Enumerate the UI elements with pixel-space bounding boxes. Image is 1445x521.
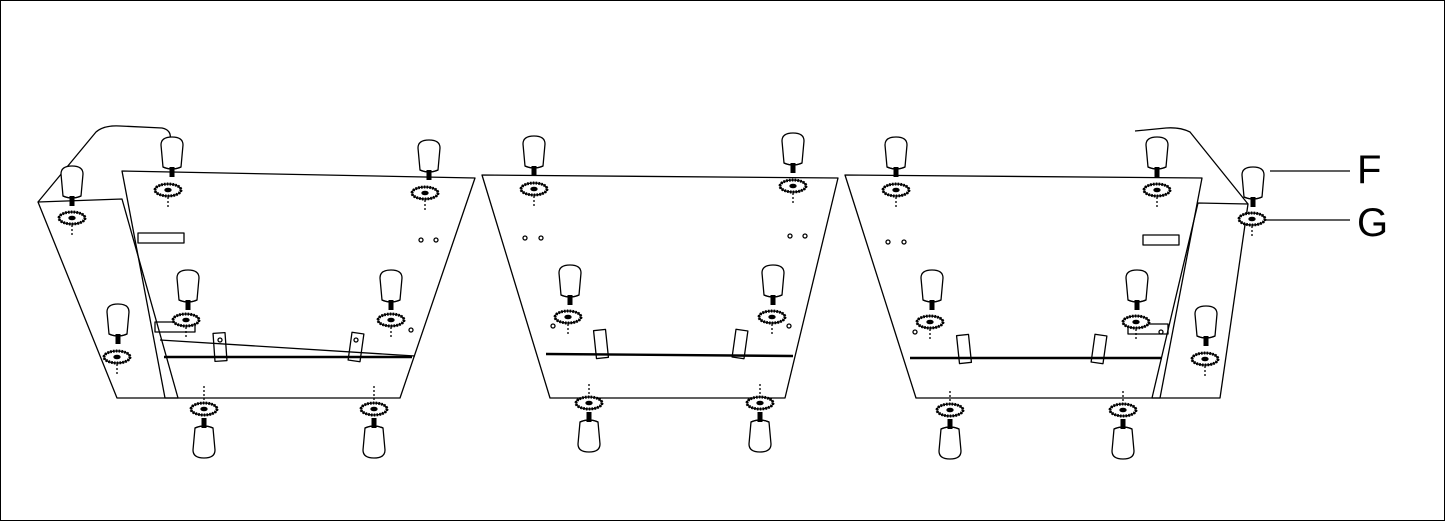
leg-f <box>782 133 804 173</box>
left-brackets <box>137 232 365 363</box>
leg-f <box>1112 419 1134 459</box>
callout-label-g: G <box>1357 201 1389 245</box>
left-arm-top <box>37 125 171 203</box>
leg-f <box>1146 137 1168 177</box>
right-arm-panel <box>1151 202 1249 399</box>
left-base-panel <box>121 170 476 399</box>
leg-f <box>921 270 943 310</box>
guide-lines-top <box>71 193 1253 378</box>
right-base-panel <box>844 174 1203 399</box>
leg-f <box>939 419 961 459</box>
middle-holes <box>522 233 808 329</box>
plates-top-rows <box>57 178 1267 367</box>
leg-f <box>885 137 907 177</box>
middle-brackets <box>592 328 749 360</box>
leg-f <box>380 270 402 310</box>
right-holes <box>885 239 1164 335</box>
leg-f <box>177 270 199 310</box>
left-holes <box>217 237 439 343</box>
leg-f <box>107 304 129 344</box>
leg-f <box>559 265 581 305</box>
leg-f <box>762 265 784 305</box>
leg-f <box>749 412 771 452</box>
right-brackets <box>955 234 1180 365</box>
right-arm-top <box>1134 127 1249 205</box>
legs-bottom-row <box>189 384 1138 459</box>
left-arm-panel <box>37 198 179 399</box>
left-rail <box>159 339 416 357</box>
leg-f <box>418 140 440 180</box>
leg-f <box>523 136 545 176</box>
middle-rail <box>545 352 794 358</box>
middle-base-panel <box>481 174 839 399</box>
leg-f <box>578 412 600 452</box>
leg-f <box>363 418 385 458</box>
right-sofa-base <box>844 127 1249 399</box>
leg-f <box>193 418 215 458</box>
leg-f <box>1195 306 1217 346</box>
leg-f <box>1126 270 1148 310</box>
callout-label-f: F <box>1357 148 1382 192</box>
legs-top-rows <box>61 133 1264 346</box>
leg-f <box>161 137 183 177</box>
middle-sofa-base <box>481 174 839 399</box>
